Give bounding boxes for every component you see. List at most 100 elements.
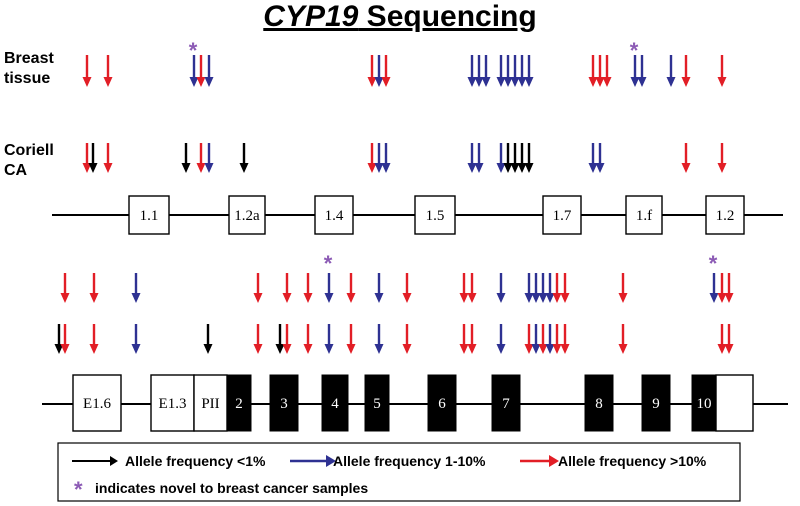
blue-variant-arrow-head [666,77,676,87]
page-title: CYP19 Sequencing [0,0,800,34]
lower-white-exon-box [72,374,122,432]
upper-exon-box [542,195,582,235]
red-variant-arrow-head [402,293,412,303]
coriell-label-line2: CA [4,162,28,179]
black-variant-arrow-head [54,344,64,354]
red-variant-arrow-head [89,293,99,303]
legend-red-arrow-head [549,455,559,467]
upper-exon-box [705,195,745,235]
breast-tissue-label: Breast tissue [4,49,54,89]
variant-arrows [54,55,734,354]
breast-label-line1: Breast [4,50,54,67]
red-variant-arrow-head [717,293,727,303]
red-variant-arrow-head [367,163,377,173]
blue-variant-arrow-head [531,344,541,354]
red-variant-arrow-head [82,163,92,173]
upper-exon-box [414,195,456,235]
lower-black-exon-box [641,374,671,432]
red-variant-arrow-head [196,77,206,87]
blue-variant-arrow-head [467,77,477,87]
lower-black-exon-box [584,374,614,432]
legend-blue-text: Allele frequency 1-10% [333,453,486,469]
red-variant-arrow-head [724,293,734,303]
title-rest: Sequencing [358,0,537,33]
exon-10-utr-box [715,374,754,432]
legend: Allele frequency <1% Allele frequency 1-… [57,442,741,502]
lower-white-exon-box [193,374,228,432]
legend-black-arrow-head [110,456,118,466]
blue-variant-arrow-head [524,293,534,303]
red-variant-arrow-head [588,77,598,87]
red-variant-arrow-head [346,293,356,303]
red-variant-arrow-head [681,77,691,87]
black-variant-arrow-head [88,163,98,173]
red-variant-arrow-head [459,344,469,354]
blue-variant-arrow-head [374,163,384,173]
red-variant-arrow-head [402,344,412,354]
upper-exon-box [228,195,266,235]
blue-variant-arrow-head [496,293,506,303]
blue-variant-arrow-head [204,77,214,87]
black-variant-arrow-head [524,163,534,173]
lower-black-exon-box [226,374,252,432]
blue-variant-arrow-head [531,293,541,303]
red-variant-arrow-head [303,293,313,303]
novel-star: * [324,251,333,276]
blue-variant-arrow-head [324,344,334,354]
blue-variant-arrow-head [517,77,527,87]
red-variant-arrow-head [82,77,92,87]
gene-name: CYP19 [263,0,359,33]
lower-black-exon-label: 9 [652,396,660,412]
novel-star: * [630,38,639,63]
black-variant-arrow-head [510,163,520,173]
red-variant-arrow-head [196,163,206,173]
blue-variant-arrow-head [503,77,513,87]
blue-variant-arrow-head [204,163,214,173]
black-variant-arrow-head [517,163,527,173]
red-variant-arrow-head [552,344,562,354]
lower-white-exon-label: E1.6 [83,396,111,412]
lower-black-exon-label: 7 [502,396,510,412]
blue-variant-arrow-head [496,77,506,87]
red-variant-arrow-head [103,77,113,87]
lower-black-exon-label: 2 [235,396,243,412]
red-variant-arrow-head [717,163,727,173]
black-variant-arrow-head [503,163,513,173]
blue-variant-arrow-head [496,163,506,173]
red-variant-arrow-head [60,344,70,354]
blue-variant-arrow-head [524,77,534,87]
blue-variant-arrow-head [381,163,391,173]
blue-variant-arrow-head [467,163,477,173]
red-variant-arrow-head [560,344,570,354]
red-variant-arrow-head [681,163,691,173]
upper-exon-label: 1.2a [234,208,260,224]
blue-variant-arrow-head [538,293,548,303]
red-variant-arrow-head [602,77,612,87]
legend-note-text: indicates novel to breast cancer samples [95,480,368,496]
red-variant-arrow-head [524,344,534,354]
upper-exon-box [625,195,663,235]
legend-blue-arrow-head [326,455,336,467]
blue-variant-arrow-head [374,293,384,303]
black-variant-arrow-head [181,163,191,173]
blue-variant-arrow-head [324,293,334,303]
upper-exon-box [128,195,170,235]
red-variant-arrow-head [89,344,99,354]
legend-red-text: Allele frequency >10% [558,453,707,469]
red-variant-arrow-head [459,293,469,303]
legend-box [57,442,741,502]
blue-variant-arrow-head [131,344,141,354]
lower-black-exon-box [491,374,521,432]
red-variant-arrow-head [618,344,628,354]
breast-label-line2: tissue [4,70,51,87]
novel-star: * [189,38,198,63]
red-variant-arrow-head [552,293,562,303]
lower-black-exon-label: 10 [697,396,712,412]
red-variant-arrow-head [724,344,734,354]
red-variant-arrow-head [346,344,356,354]
blue-variant-arrow-head [545,293,555,303]
legend-star: * [74,477,83,502]
red-variant-arrow-head [618,293,628,303]
lower-black-exon-label: 5 [373,396,381,412]
